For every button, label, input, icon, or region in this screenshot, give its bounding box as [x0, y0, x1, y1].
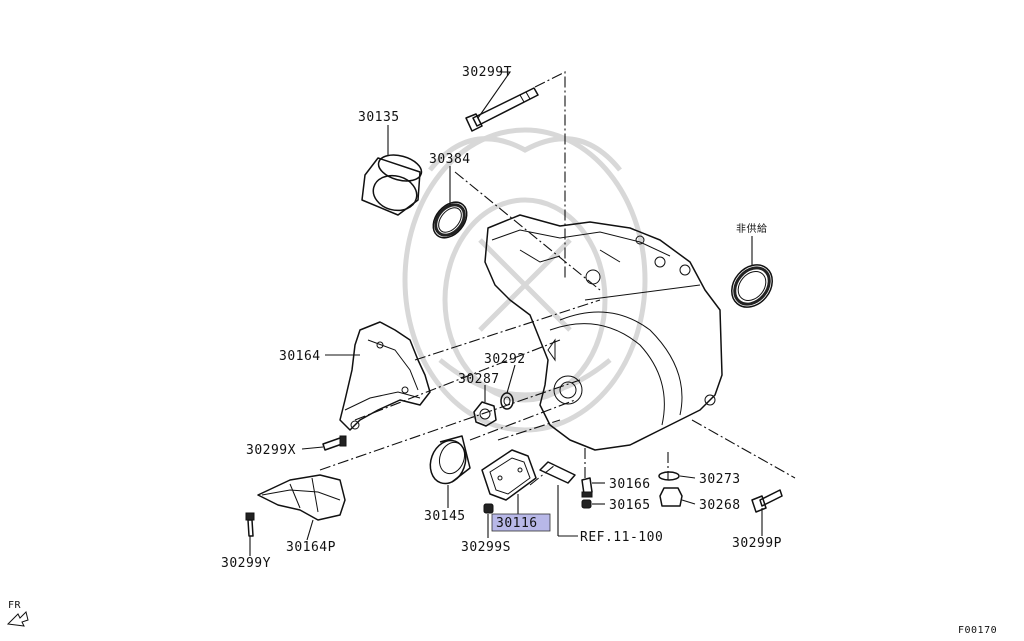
cap-30268	[659, 487, 683, 507]
seal-not-supplied	[731, 264, 773, 308]
bolt-30299S	[483, 503, 494, 514]
pin-ref	[539, 461, 576, 484]
label-30268[interactable]: 30268	[699, 498, 741, 513]
label-30273[interactable]: 30273	[699, 472, 741, 487]
highlight-30116	[491, 513, 551, 532]
label-30384[interactable]: 30384	[429, 152, 471, 167]
label-30292[interactable]: 30292	[484, 352, 526, 367]
label-ref[interactable]: REF.11-100	[580, 530, 663, 545]
label-30287[interactable]: 30287	[458, 372, 500, 387]
leader-lines	[249, 71, 763, 556]
plug-30287	[473, 401, 497, 427]
plate-30116	[481, 449, 537, 501]
assembly-lines	[319, 71, 796, 486]
sleeve-30135	[361, 154, 423, 216]
label-30299X[interactable]: 30299X	[246, 443, 296, 458]
label-30164[interactable]: 30164	[279, 349, 321, 364]
label-30145[interactable]: 30145	[424, 509, 466, 524]
label-30165[interactable]: 30165	[609, 498, 651, 513]
figure-code: F00170	[958, 625, 997, 636]
watermark-emblem	[402, 127, 648, 433]
part-labels: 30299T 30135 30384 非供給 30164 30292 30287…	[221, 65, 782, 571]
fr-label: FR	[8, 600, 22, 611]
arrow-icon	[6, 611, 29, 627]
bolt-30299X	[322, 435, 347, 451]
label-30299P[interactable]: 30299P	[732, 536, 782, 551]
label-not-supplied: 非供給	[736, 222, 768, 235]
label-30299S[interactable]: 30299S	[461, 540, 511, 555]
transmission-case	[484, 214, 723, 451]
front-direction-marker: FR	[6, 600, 29, 627]
label-30299Y[interactable]: 30299Y	[221, 556, 271, 571]
label-30299T[interactable]: 30299T	[462, 65, 512, 80]
nut-30165	[581, 499, 592, 509]
bolt-30299Y	[245, 512, 255, 537]
bolt-30299T	[465, 87, 539, 132]
label-30116[interactable]: 30116	[496, 516, 538, 531]
label-30135[interactable]: 30135	[358, 110, 400, 125]
bolt-30166	[581, 477, 593, 498]
bolt-30299P	[751, 489, 783, 513]
label-30164P[interactable]: 30164P	[286, 540, 336, 555]
o-ring-30273	[658, 471, 680, 481]
cover-30164P	[257, 474, 346, 521]
oil-seal-30145	[429, 435, 471, 485]
cover-30164	[339, 321, 431, 431]
label-30166[interactable]: 30166	[609, 477, 651, 492]
oil-seal-30384	[432, 201, 468, 239]
